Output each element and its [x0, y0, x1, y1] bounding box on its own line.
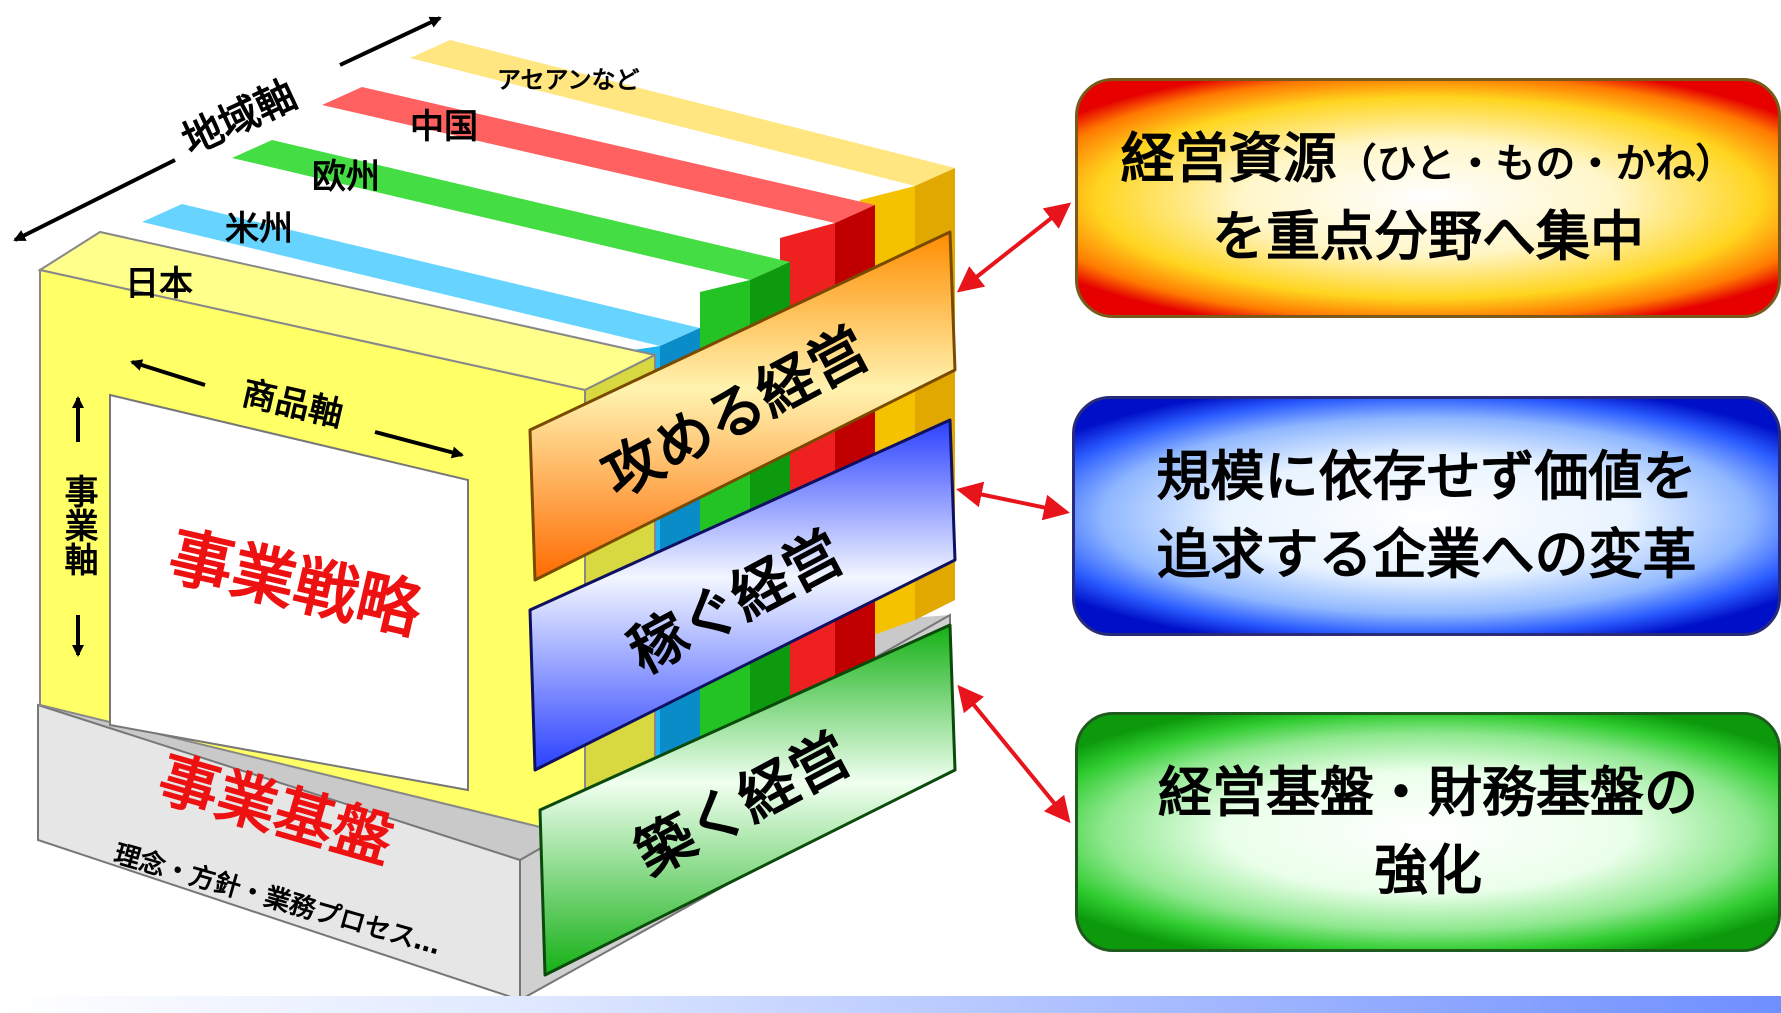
region-label-americas: 米州 — [225, 209, 293, 249]
band-build — [538, 623, 957, 977]
foundation-strengthen-box: 経営基盤・財務基盤の 強化 — [1075, 712, 1781, 952]
region-axis-arrow-left — [13, 158, 176, 242]
value-transform-line2: 追求する企業への変革 — [1156, 523, 1697, 586]
band-attack — [528, 230, 957, 582]
business-axis-label: 事業軸 — [58, 474, 98, 576]
arrow-to-box-top — [956, 202, 1072, 293]
resource-focus-paren: （ひと・もの・かね） — [1336, 140, 1736, 187]
region-axis-arrow-right — [339, 16, 442, 67]
foundation-strengthen-line2: 強化 — [1374, 839, 1482, 902]
value-transform-line1: 規模に依存せず価値を — [1156, 444, 1697, 508]
resource-focus-line2: を重点分野へ集中 — [1212, 205, 1644, 268]
resource-focus-main: 経営資源 — [1120, 126, 1337, 190]
region-label-china: 中国 — [410, 107, 478, 147]
foundation-strengthen-line1: 経営基盤・財務基盤の — [1158, 760, 1698, 824]
bottom-gradient-band — [0, 996, 1781, 1013]
arrow-to-box-bot — [957, 684, 1071, 824]
region-label-europe: 欧州 — [312, 157, 380, 197]
product-axis-arrow-right — [374, 430, 464, 459]
resource-focus-line1: 経営資源（ひと・もの・かね） — [1121, 120, 1736, 198]
band-earn — [528, 418, 957, 772]
front-panel — [109, 393, 469, 792]
region-label-asean: アセアンなど — [497, 66, 640, 94]
value-transform-box: 規模に依存せず価値を 追求する企業への変革 — [1072, 396, 1781, 636]
arrow-to-box-mid — [956, 481, 1070, 521]
product-axis-arrow-left — [130, 359, 206, 387]
region-label-japan: 日本 — [125, 264, 193, 304]
resource-focus-box: 経営資源（ひと・もの・かね） を重点分野へ集中 — [1075, 78, 1781, 318]
